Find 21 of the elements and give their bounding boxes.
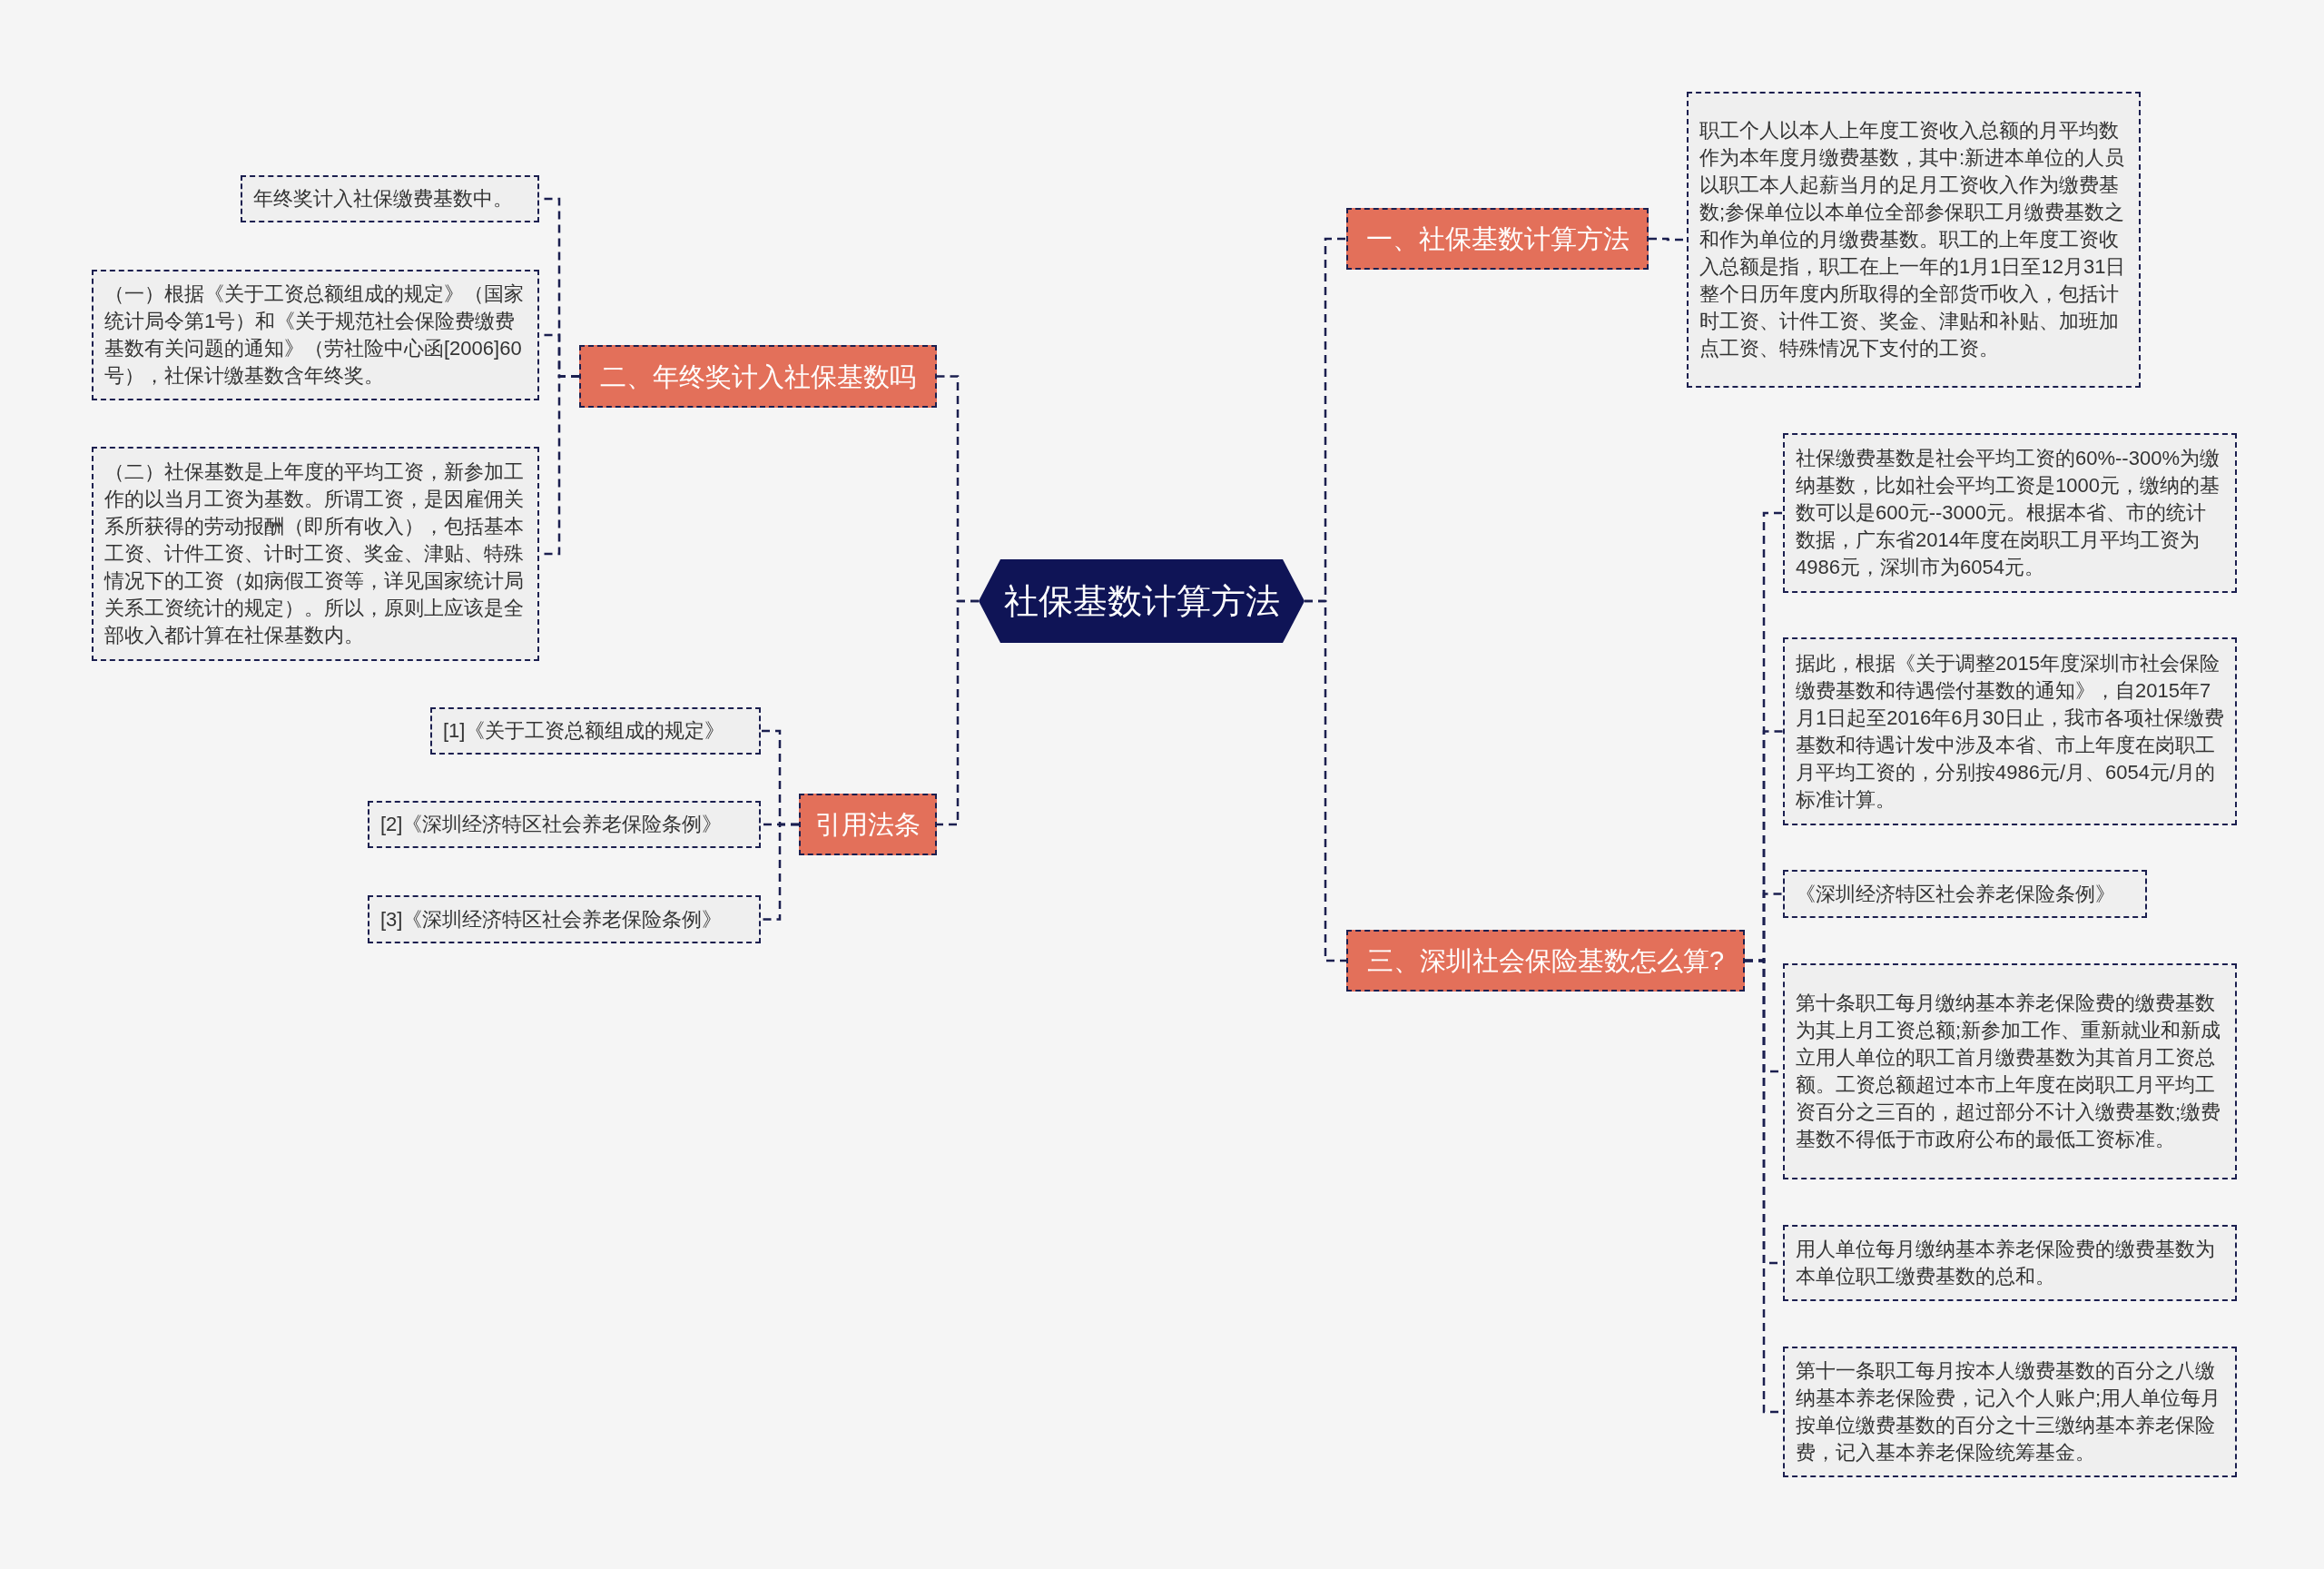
- note-box: 第十条职工每月缴纳基本养老保险费的缴费基数为其上月工资总额;新参加工作、重新就业和新成立用人单位的职工首月缴费基数为其首月工资总额。工资总额超过本市上年度在岗职工月平均工资百分之三百的，超过部分不计入缴费基数;缴费基数不得低于市政府公布的最低工资标准。: [1783, 963, 2237, 1179]
- note-box: 职工个人以本人上年度工资收入总额的月平均数作为本年度月缴费基数，其中:新进本单位的人员以职工本人起薪当月的足月工资收入作为缴费基数;参保单位以本单位全部参保职工月缴费基数之和作为单位的月缴费基数。职工的上年度工资收入总额是指，职工在上一年的1月1日至12月31日整个日历年度内所取得的全部货币收入，包括计时工资、计件工资、奖金、津贴和补贴、加班加点工资、特殊情况下支付的工资。: [1687, 92, 2141, 388]
- note-box: 《深圳经济特区社会养老保险条例》: [1783, 870, 2147, 918]
- note-box: [2]《深圳经济特区社会养老保险条例》: [368, 801, 761, 848]
- connector: [937, 599, 979, 826]
- topic-box: 二、年终奖计入社保基数吗: [579, 345, 937, 408]
- note-box: （一）根据《关于工资总额组成的规定》（国家统计局令第1号）和《关于规范社会保险费缴费基数有关问题的通知》（劳社险中心函[2006]60号），社保计缴基数含年终奖。: [92, 270, 539, 400]
- note-box: 第十一条职工每月按本人缴费基数的百分之八缴纳基本养老保险费，记入个人账户;用人单位每月按单位缴费基数的百分之十三缴纳基本养老保险费，记入基本养老保险统筹基金。: [1783, 1347, 2237, 1477]
- note-box: 年终奖计入社保缴费基数中。: [241, 175, 539, 222]
- note-box: （二）社保基数是上年度的平均工资，新参加工作的以当月工资为基数。所谓工资，是因雇佣关系所获得的劳动报酬（即所有收入），包括基本工资、计件工资、计时工资、奖金、津贴、特殊情况下的工资（如病假工资等，详见国家统计局关系工资统计的规定）。所以，原则上应该是全部收入都计算在社保基数内。: [92, 447, 539, 661]
- note-box: 据此，根据《关于调整2015年度深圳市社会保险缴费基数和待遇偿付基数的通知》，自2015年7月1日起至2016年6月30日止，我市各项社保缴费基数和待遇计发中涉及本省、市上年度在岗职工月平均工资的，分别按4986元/月、6054元/月的标准计算。: [1783, 637, 2237, 825]
- central-topic: 社保基数计算方法: [979, 559, 1305, 643]
- note-box: 用人单位每月缴纳基本养老保险费的缴费基数为本单位职工缴费基数的总和。: [1783, 1225, 2237, 1301]
- note-box: [3]《深圳经济特区社会养老保险条例》: [368, 895, 761, 943]
- topic-box: 三、深圳社会保险基数怎么算?: [1346, 930, 1745, 992]
- connector: [1305, 599, 1346, 962]
- topic-box: 一、社保基数计算方法: [1346, 208, 1649, 270]
- topic-box: 引用法条: [799, 794, 937, 855]
- note-box: 社保缴费基数是社会平均工资的60%--300%为缴纳基数，比如社会平均工资是1000元，缴纳的基数可以是600元--3000元。根据本省、市的统计数据，广东省2014年度在岗职工月平均工资为4986元，深圳市为6054元。: [1783, 433, 2237, 593]
- connector: [761, 823, 799, 921]
- note-box: [1]《关于工资总额组成的规定》: [430, 707, 761, 755]
